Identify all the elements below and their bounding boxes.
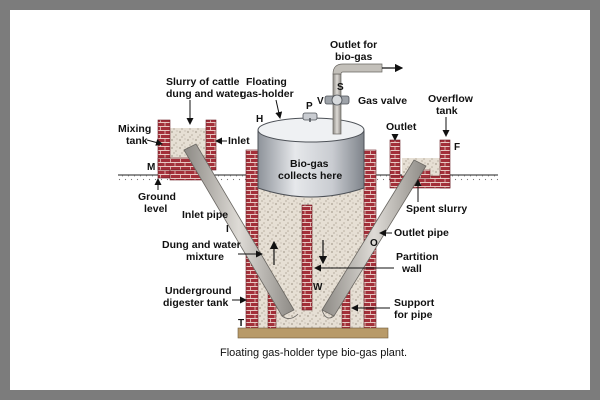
spent-slurry-label: Spent slurry (406, 203, 467, 215)
floating-label-1: Floating (246, 76, 287, 88)
biogas-plant-diagram: Slurry of cattle dung and water Mixing t… (118, 39, 498, 359)
outlet-pipe-label: Outlet pipe (394, 227, 449, 239)
dung-mix-label-2: mixture (186, 251, 224, 263)
overflow-label-2: tank (436, 105, 458, 117)
underground-label-2: digester tank (163, 297, 229, 309)
slurry-label-2: dung and water (166, 88, 244, 100)
partition-label-1: Partition (396, 251, 439, 263)
gas-valve-label: Gas valve (358, 95, 407, 107)
inlet-pipe (183, 143, 299, 319)
reference-letters: P S V H M F I O W T (147, 82, 460, 329)
gas-valve-icon (331, 94, 343, 106)
floating-gas-holder (257, 112, 365, 198)
ground-label-1: Ground (138, 191, 176, 203)
dung-mix-label-1: Dung and water (162, 239, 241, 251)
labels: Slurry of cattle dung and water Mixing t… (118, 39, 474, 359)
diagram-canvas: Slurry of cattle dung and water Mixing t… (10, 10, 590, 390)
outlet-biogas-label-2: bio-gas (335, 51, 372, 63)
floating-label-2: gas-holder (240, 88, 294, 100)
letter-V: V (317, 96, 324, 107)
letter-M: M (147, 162, 155, 173)
outlet-pipe (321, 159, 427, 319)
flow-arrows (269, 63, 404, 265)
caption: Floating gas-holder type bio-gas plant. (220, 347, 407, 359)
ground-label-2: level (144, 203, 167, 215)
biogas-label-1: Bio-gas (290, 158, 329, 170)
mixing-tank-label-1: Mixing (118, 123, 151, 135)
letter-I: I (226, 224, 229, 235)
slurry-label-1: Slurry of cattle (166, 76, 240, 88)
underground-label-1: Underground (165, 285, 232, 297)
letter-T: T (238, 318, 244, 329)
mixing-tank-label-2: tank (126, 135, 148, 147)
support-label-1: Support (394, 297, 435, 309)
inlet-label: Inlet (228, 135, 250, 147)
letter-P: P (306, 101, 313, 112)
tank-base (237, 327, 389, 339)
overflow-label-1: Overflow (428, 93, 474, 105)
partition-label-2: wall (401, 263, 422, 275)
letter-F: F (454, 142, 460, 153)
gas-outlet-pipe (324, 63, 383, 135)
letter-O: O (370, 238, 378, 249)
outlet-label: Outlet (386, 121, 417, 133)
partition-wall (301, 204, 313, 311)
letter-H: H (256, 114, 263, 125)
letter-W: W (313, 282, 323, 293)
letter-S: S (337, 82, 344, 93)
outlet-biogas-label-1: Outlet for (330, 39, 377, 51)
support-label-2: for pipe (394, 309, 433, 321)
inlet-pipe-label: Inlet pipe (182, 209, 228, 221)
biogas-label-2: collects here (278, 170, 342, 182)
